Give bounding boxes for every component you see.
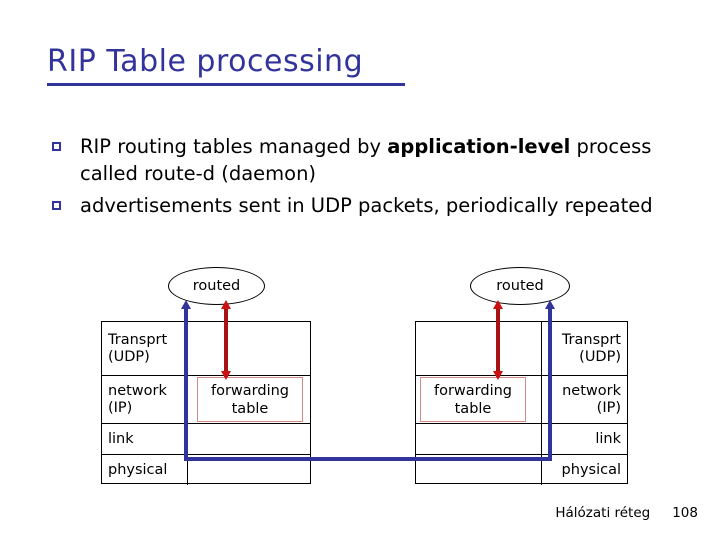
forwarding-line1: forwarding: [210, 382, 289, 399]
stack-row-physical-left: physical: [102, 455, 310, 485]
stack-row-link-right: link: [416, 424, 627, 455]
stack-cell-spacer: [416, 424, 542, 454]
footer-section-label: Hálózati réteg: [555, 505, 651, 521]
layer-label-network-right: network(IP): [542, 383, 627, 417]
layer-label-physical-right: physical: [561, 461, 621, 478]
blue-physical-link-line: [184, 457, 552, 461]
blue-link-line-left: [184, 307, 188, 461]
red-arrowhead-up-icon-left: [220, 300, 231, 309]
bullet-item-2: advertisements sent in UDP packets, peri…: [52, 192, 672, 219]
layer-label-transport-right: Transprt(UDP): [542, 332, 627, 366]
bullet-1-bold: application-level: [387, 135, 571, 158]
routed-daemon-label-left: routed: [192, 278, 241, 294]
network-line2: (IP): [108, 399, 133, 416]
bullet-item-1: RIP routing tables managed by applicatio…: [52, 133, 672, 187]
stack-row-physical-right: physical: [416, 455, 627, 485]
red-arrowhead-down-icon-left: [220, 371, 231, 380]
stack-row-network-left: network(IP): [102, 376, 310, 424]
title-underline: [47, 83, 405, 86]
square-bullet-icon: [52, 142, 61, 151]
blue-arrowhead-icon-left: [180, 300, 191, 309]
stack-cell-spacer: [187, 455, 310, 485]
layer-label-link-left: link: [108, 430, 134, 447]
forwarding-line2: table: [231, 400, 269, 417]
stack-row-transport-left: Transprt(UDP): [102, 322, 310, 376]
transport-line2: (UDP): [108, 348, 150, 365]
bullet-item-1-text: RIP routing tables managed by applicatio…: [80, 133, 672, 187]
network-line1: network: [108, 382, 167, 399]
red-update-line-right: [496, 306, 500, 378]
red-arrowhead-down-icon-right: [492, 371, 503, 380]
layer-label-physical-left: physical: [108, 461, 168, 478]
routed-daemon-label-right: routed: [496, 278, 544, 294]
square-bullet-icon: [52, 201, 61, 210]
transport-line1: Transprt: [108, 331, 168, 348]
stack-cell-spacer: [416, 455, 542, 485]
stack-row-link-left: link: [102, 424, 310, 455]
layer-label-transport-left: Transprt(UDP): [102, 332, 187, 366]
red-update-line-left: [224, 306, 228, 378]
stack-row-transport-right: Transprt(UDP): [416, 322, 627, 376]
forwarding-line2: table: [454, 400, 492, 417]
forwarding-line1: forwarding: [433, 382, 512, 399]
footer-page-number: 108: [672, 505, 698, 521]
bullet-1-text-before: RIP routing tables managed by: [80, 135, 388, 158]
red-arrowhead-up-icon-right: [492, 300, 503, 309]
routed-daemon-ellipse-right: routed: [470, 267, 570, 305]
stack-cell-spacer: [187, 424, 310, 454]
bullet-1-text-after: process called route-d (daemon): [80, 135, 652, 185]
routed-daemon-ellipse-left: routed: [168, 267, 265, 305]
stack-cell-spacer: [416, 376, 542, 423]
layer-label-network-left: network(IP): [102, 383, 187, 417]
page-title: RIP Table processing: [47, 44, 364, 79]
slide-footer: Hálózati réteg 108: [555, 505, 698, 521]
network-line2: (IP): [596, 399, 621, 416]
blue-arrowhead-icon-right: [544, 300, 555, 309]
transport-line1: Transprt: [561, 331, 621, 348]
stack-cell-spacer: [187, 322, 310, 375]
stack-row-network-right: network(IP): [416, 376, 627, 424]
blue-link-line-right: [548, 307, 552, 461]
stack-cell-spacer: [416, 322, 542, 375]
bullet-item-2-text: advertisements sent in UDP packets, peri…: [80, 194, 653, 217]
transport-line2: (UDP): [579, 348, 621, 365]
layer-label-link-right: link: [595, 430, 621, 447]
network-line1: network: [562, 382, 621, 399]
protocol-stack-left: Transprt(UDP) network(IP) link physical: [101, 321, 311, 485]
